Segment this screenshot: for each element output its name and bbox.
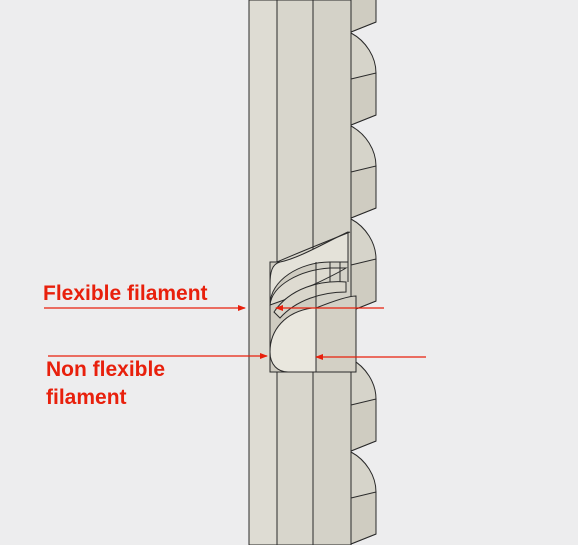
tooth-face xyxy=(350,165,377,219)
non-flexible-filament-label: Non flexible filament xyxy=(46,356,165,412)
annotation-arrows xyxy=(44,305,426,360)
tooth-face xyxy=(350,0,377,33)
joint-cutout xyxy=(269,231,357,373)
non-flexible-label-line2: filament xyxy=(46,386,127,409)
scalloped-teeth xyxy=(350,0,377,545)
tooth-face xyxy=(350,398,377,452)
non-flexible-label-line1: Non flexible xyxy=(46,358,166,381)
tooth-face xyxy=(350,258,377,312)
tooth-face xyxy=(350,72,377,126)
flexible-filament-label: Flexible filament xyxy=(43,282,208,305)
tooth-face xyxy=(350,491,377,545)
